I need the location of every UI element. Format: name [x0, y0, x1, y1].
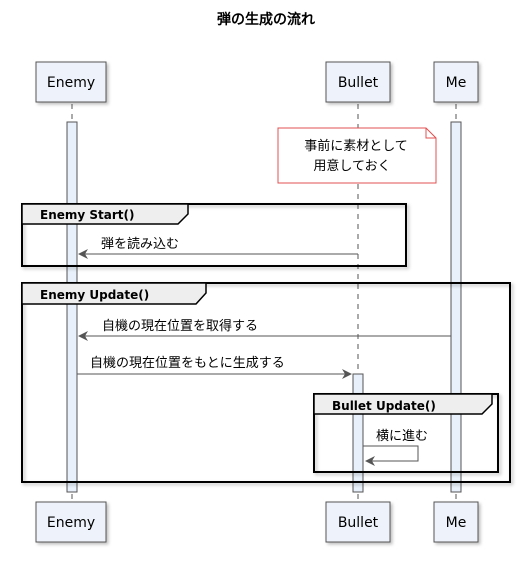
message-generate-from-position: 自機の現在位置をもとに生成する [77, 356, 352, 379]
message-label: 自機の現在位置をもとに生成する [90, 356, 285, 371]
note-line-1: 事前に素材として [304, 138, 408, 154]
participant-bullet-bottom: Bullet [325, 501, 391, 543]
fragment-enemy-start: Enemy Start() [21, 203, 407, 267]
fragment-enemy-update: Enemy Update() [21, 282, 511, 483]
fragment-label: Enemy Update() [40, 288, 149, 302]
fragment-bullet-update: Bullet Update() [313, 393, 499, 473]
participant-label: Enemy [47, 75, 95, 91]
activation-me [450, 121, 462, 493]
message-label: 自機の現在位置を取得する [102, 318, 258, 334]
message-move-forward: 横に進む [363, 429, 428, 466]
activation-enemy [66, 121, 78, 493]
participant-label: Bullet [338, 75, 379, 91]
participant-label: Me [446, 515, 467, 531]
participant-enemy-top: Enemy [35, 61, 107, 103]
fragment-label: Enemy Start() [40, 208, 134, 222]
fragment-label: Bullet Update() [332, 399, 436, 413]
participant-label: Me [446, 75, 467, 91]
message-label: 弾を読み込む [101, 236, 179, 252]
participant-label: Bullet [338, 515, 379, 531]
participant-label: Enemy [47, 515, 95, 531]
note-prepared-asset: 事前に素材として 用意しておく [277, 127, 437, 184]
activation-bullet [352, 373, 364, 493]
participant-enemy-bottom: Enemy [35, 501, 107, 543]
message-label: 横に進む [376, 429, 428, 444]
diagram-title: 弾の生成の流れ [217, 11, 315, 28]
message-load-bullet: 弾を読み込む [78, 236, 358, 259]
participant-me-top: Me [433, 61, 479, 103]
note-line-2: 用意しておく [313, 158, 390, 174]
message-get-my-position: 自機の現在位置を取得する [78, 318, 451, 341]
participant-bullet-top: Bullet [325, 61, 391, 103]
participant-me-bottom: Me [433, 501, 479, 543]
